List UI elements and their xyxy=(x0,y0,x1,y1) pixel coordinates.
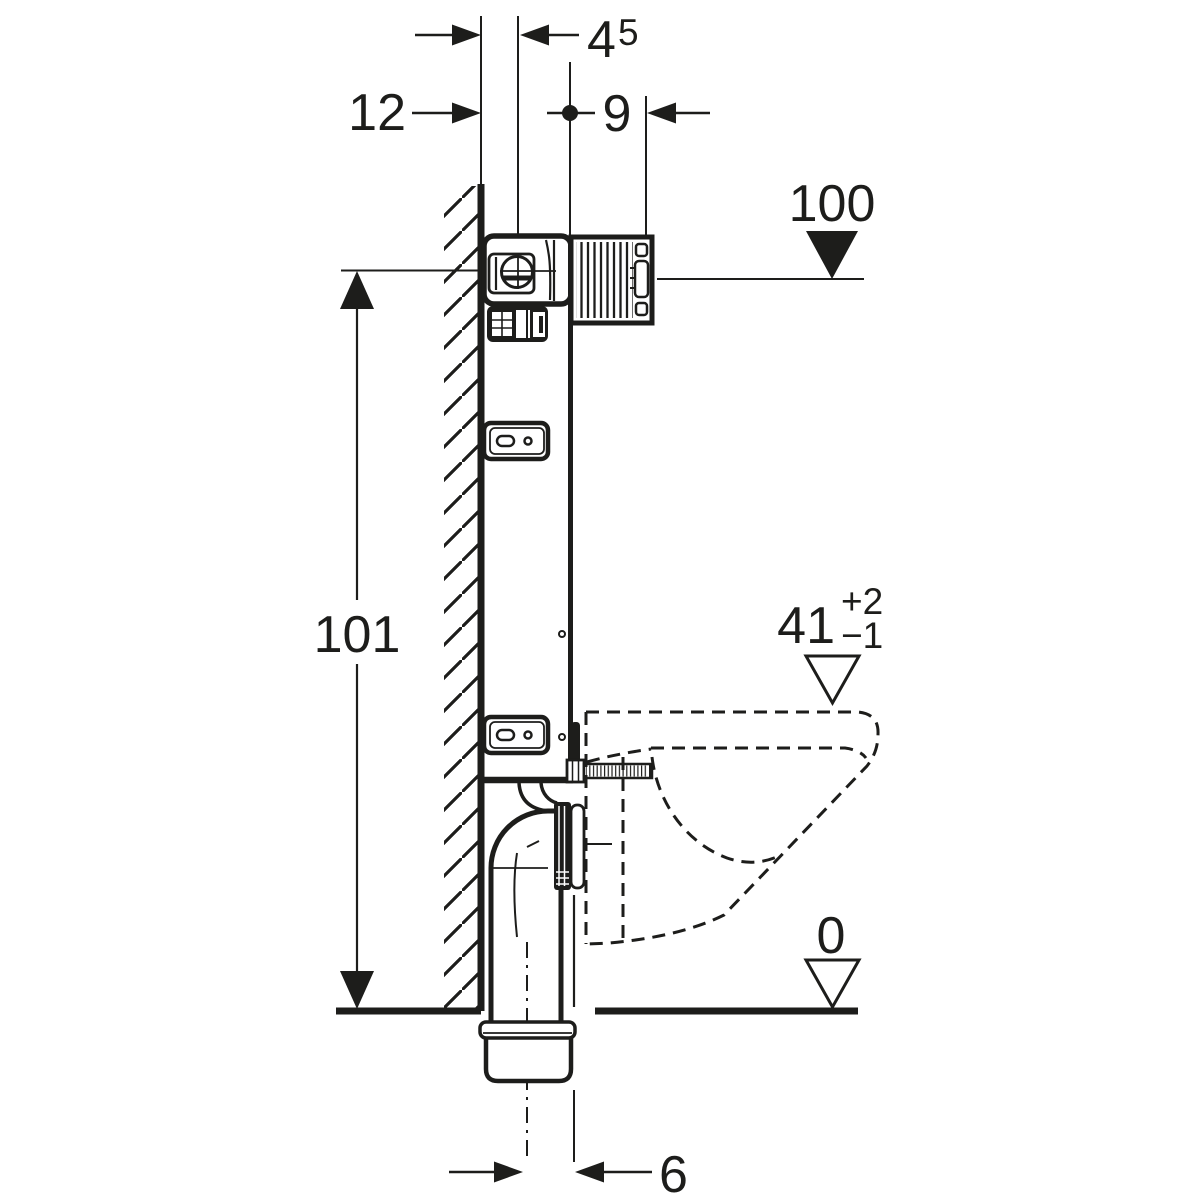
rod-end-cap xyxy=(649,764,653,778)
lower-wall-bracket xyxy=(481,714,551,756)
level-0-label: 0 xyxy=(817,907,846,965)
wc-fixing-rod xyxy=(565,722,654,784)
bowl-hump-line xyxy=(586,747,652,764)
mounting-frame xyxy=(483,237,573,784)
level-41-label: 41 xyxy=(777,597,835,655)
bracket-round-hole xyxy=(523,730,533,740)
level-marker-0: 0 xyxy=(803,907,862,1011)
level-marker-41: 41 +2 −1 xyxy=(777,581,883,707)
wall-hatching xyxy=(444,186,481,1010)
outlet-centerline-tick xyxy=(526,840,540,848)
rod-mounting-plate xyxy=(571,722,580,768)
level-100-label: 100 xyxy=(789,175,876,233)
protection-box xyxy=(568,234,655,326)
bowl-basin-curve xyxy=(650,756,780,864)
bowl-seat-line xyxy=(651,746,868,759)
arrowhead-right-icon xyxy=(494,1161,523,1183)
arrowhead-left-icon xyxy=(575,1161,604,1183)
bracket-inner-line xyxy=(489,427,545,455)
dim-frame-depth-label: 12 xyxy=(348,84,406,142)
slot-detail-bar xyxy=(539,316,543,333)
arrowhead-right-icon xyxy=(452,24,481,46)
filling-valve-circle xyxy=(500,255,534,289)
dim-drain-offset-label: 6 xyxy=(659,1146,688,1200)
bracket-slot-hole xyxy=(495,728,516,742)
dimension-wall-to-valve: 4 5 xyxy=(415,11,639,69)
socket-body xyxy=(483,1036,574,1084)
wall-section xyxy=(444,184,485,1011)
protection-box-stripes xyxy=(576,242,633,318)
flush-bend-outer xyxy=(517,782,557,813)
level-triangle-filled-icon xyxy=(806,231,858,279)
dimension-frame-depth: 12 xyxy=(348,84,595,142)
level-41-tolplus-label: +2 xyxy=(841,581,883,622)
bracket-outline xyxy=(481,420,551,462)
level-41-tolminus-label: −1 xyxy=(841,615,883,656)
frame-hole xyxy=(558,630,566,638)
dimension-box-offset: 9 xyxy=(603,85,710,143)
level-triangle-open-icon xyxy=(803,958,862,1011)
bracket-round-hole xyxy=(523,436,533,446)
box-clip-top xyxy=(634,242,649,258)
drain-bend-outer xyxy=(488,808,554,1022)
level-triangle-open-icon xyxy=(803,654,862,707)
rod-nut xyxy=(565,758,586,784)
connector-sleeve xyxy=(569,803,586,890)
dim-point-dot xyxy=(562,105,578,121)
bracket-inner-line xyxy=(489,721,545,749)
rod-threads xyxy=(586,765,648,777)
bracket-outline xyxy=(481,714,551,756)
bowl-outer-contour xyxy=(586,710,880,946)
flush-bend-inner xyxy=(539,782,558,805)
arrowhead-left-icon xyxy=(520,24,549,46)
dim-wall-to-valve-label: 4 xyxy=(587,11,616,69)
box-slot xyxy=(633,259,650,299)
wc-bowl-outline xyxy=(584,710,880,946)
arrowhead-left-icon xyxy=(647,102,676,124)
wc-outlet-connector xyxy=(526,802,612,890)
arrowhead-right-icon xyxy=(452,102,481,124)
cistern-head xyxy=(481,233,574,307)
arrowhead-down-icon xyxy=(340,971,374,1009)
drain-bend-inner-line xyxy=(513,852,518,938)
level-marker-100: 100 xyxy=(657,175,876,280)
dimension-drain-offset: 6 xyxy=(449,1146,688,1200)
dimension-frame-height: 101 xyxy=(314,271,401,1009)
bracket-slot-hole xyxy=(495,434,516,448)
upper-wall-bracket xyxy=(481,420,551,462)
dim-frame-height-label: 101 xyxy=(314,606,401,664)
overflow-tube-line xyxy=(544,239,552,301)
flush-valve-unit xyxy=(487,306,548,342)
box-clip-bottom xyxy=(634,301,649,317)
connector-body xyxy=(554,802,571,890)
socket-flange xyxy=(478,1020,577,1040)
flush-pipe-bend xyxy=(517,782,558,813)
arrowhead-up-icon xyxy=(340,271,374,309)
dim-box-offset-label: 9 xyxy=(603,85,632,143)
dim-wall-to-valve-sup-label: 5 xyxy=(618,12,639,53)
drain-socket xyxy=(478,1020,577,1084)
frame-hole xyxy=(558,733,566,741)
